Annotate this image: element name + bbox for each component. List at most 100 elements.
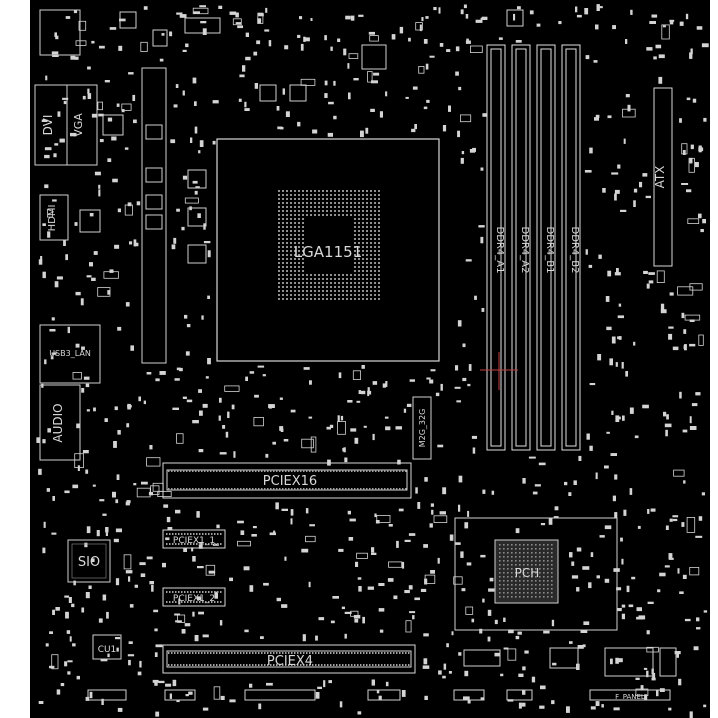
- cpu-pin: [282, 198, 284, 200]
- slot-pin: [309, 652, 311, 654]
- pch-pin: [531, 560, 533, 562]
- smd-component: [398, 508, 404, 512]
- smd-component: [254, 394, 259, 398]
- smd-component: [193, 11, 200, 14]
- cpu-pin: [314, 294, 316, 296]
- cpu-pin: [290, 254, 292, 256]
- smd-component: [153, 609, 159, 613]
- slot-pin: [372, 488, 374, 490]
- smd-chip: [123, 554, 132, 570]
- smd-component: [340, 415, 344, 421]
- smd-component: [330, 46, 333, 51]
- smd-component: [617, 315, 624, 319]
- smd-component: [548, 518, 553, 525]
- cpu-pin: [290, 210, 292, 212]
- pch-pin: [499, 576, 501, 578]
- smd-component: [268, 40, 272, 47]
- smd-component: [127, 654, 135, 657]
- slot-pin: [405, 488, 407, 490]
- cpu-pin: [366, 298, 368, 300]
- pch-pin: [499, 584, 501, 586]
- smd-component: [674, 651, 681, 655]
- smd-component: [683, 329, 687, 334]
- cpu-pin: [314, 274, 316, 276]
- smd-component: [553, 516, 559, 519]
- smd-component: [399, 26, 404, 34]
- pch-pin: [503, 552, 505, 554]
- smd-component: [324, 80, 328, 86]
- cpu-pin: [286, 254, 288, 256]
- slot-pin: [357, 470, 359, 472]
- slot-pin: [300, 488, 302, 490]
- slot-pin: [168, 488, 170, 490]
- cpu-pin: [354, 282, 356, 284]
- cpu-pin: [294, 250, 296, 252]
- cpu-pin: [286, 194, 288, 196]
- smd-component: [159, 58, 164, 62]
- cpu-pin: [298, 270, 300, 272]
- pch-pin-field: [499, 544, 553, 598]
- cpu-pin: [354, 270, 356, 272]
- slot-pin: [189, 664, 191, 666]
- cpu-pin: [358, 290, 360, 292]
- smd-component: [266, 682, 273, 686]
- smd-component: [212, 140, 216, 145]
- cpu-pin: [366, 274, 368, 276]
- cpu-pin: [302, 258, 304, 260]
- smd-component: [576, 587, 580, 592]
- cpu-pin: [310, 202, 312, 204]
- slot-pin: [279, 652, 281, 654]
- smd-component: [421, 17, 424, 22]
- slot-pin: [309, 470, 311, 472]
- smd-component: [460, 551, 464, 558]
- cpu-pin: [278, 270, 280, 272]
- header: [87, 689, 127, 701]
- slot-pin: [207, 470, 209, 472]
- pch-pin: [523, 580, 525, 582]
- smd-component: [460, 157, 464, 164]
- cpu-pin: [298, 234, 300, 236]
- cpu-pin: [298, 274, 300, 276]
- smd-component: [350, 15, 355, 21]
- cpu-pin: [366, 226, 368, 228]
- cpu-pin: [318, 210, 320, 212]
- pch-pin: [547, 596, 549, 598]
- smd-chip: [687, 218, 700, 225]
- cpu-pin: [298, 214, 300, 216]
- cpu-pin: [358, 234, 360, 236]
- slot-pin: [205, 601, 207, 603]
- smd-component: [237, 25, 243, 29]
- pch-pin: [507, 544, 509, 546]
- smd-component: [277, 126, 283, 130]
- slot-pin: [180, 470, 182, 472]
- pch-pin: [503, 576, 505, 578]
- smd-component: [149, 581, 154, 585]
- slot-pin: [183, 652, 185, 654]
- cpu-pin: [294, 290, 296, 292]
- cpu-pin: [374, 270, 376, 272]
- slot-pin: [190, 591, 192, 593]
- cpu-pin: [294, 254, 296, 256]
- smd-chip: [184, 197, 199, 204]
- pch-pin: [531, 552, 533, 554]
- smd-chip: [213, 686, 221, 700]
- smd-component: [86, 275, 92, 278]
- slot-pin: [294, 470, 296, 472]
- cpu-pin: [298, 246, 300, 248]
- pch-pin: [503, 584, 505, 586]
- cpu-pin: [294, 218, 296, 220]
- cpu-pin: [350, 278, 352, 280]
- slot-pin: [243, 664, 245, 666]
- slot-pin: [366, 470, 368, 472]
- pch-pin: [523, 556, 525, 558]
- slot-pin: [309, 664, 311, 666]
- cpu-pin: [298, 202, 300, 204]
- cpu-pin: [334, 210, 336, 212]
- cpu-pin: [278, 254, 280, 256]
- smd-component: [216, 524, 220, 529]
- pch-pin: [511, 548, 513, 550]
- pch-pin: [519, 596, 521, 598]
- smd-component: [622, 415, 625, 421]
- pch-pin: [511, 580, 513, 582]
- cpu-pin: [362, 198, 364, 200]
